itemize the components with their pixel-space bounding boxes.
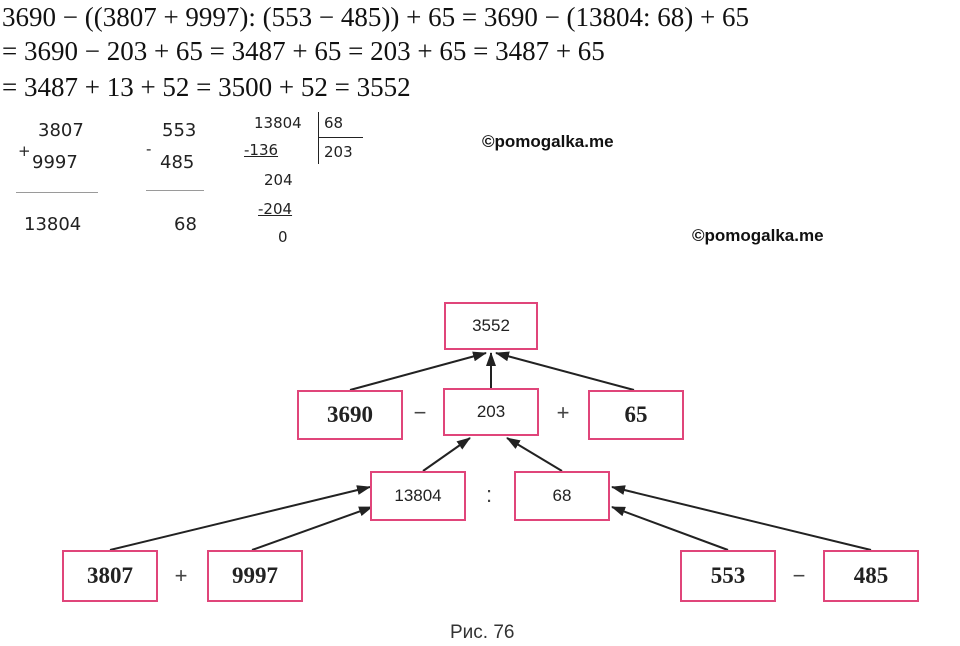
plus-sign: + <box>18 142 31 160</box>
division-bar <box>318 112 319 164</box>
quotient-rule <box>319 137 363 138</box>
addition-result: 13804 <box>24 214 82 235</box>
tree-box-203: 203 <box>443 388 539 436</box>
subtraction-rule <box>146 190 204 191</box>
tree-operator-plus: + <box>556 400 570 425</box>
figure-caption: Рис. 76 <box>450 622 515 643</box>
arrow-3690-to-3552 <box>349 351 487 391</box>
tree-operator-subtract: − <box>792 563 806 588</box>
tree-box-3807: 3807 <box>62 550 158 602</box>
equation-line-3: = 3487 + 13 + 52 = 3500 + 52 = 3552 <box>2 72 411 102</box>
addition-rule <box>16 192 98 193</box>
arrow-9997-to-13804 <box>251 506 373 551</box>
tree-box-9997: 9997 <box>207 550 303 602</box>
division-step-2: -204 <box>258 200 293 218</box>
tree-box-3690: 3690 <box>297 390 403 440</box>
division-step-1: -136 <box>244 141 279 159</box>
arrow-553-to-68 <box>611 506 729 551</box>
divisor: 68 <box>324 114 344 132</box>
minus-sign: - <box>146 140 152 158</box>
tree-operator-add: + <box>174 563 188 588</box>
tree-box-65: 65 <box>588 390 684 440</box>
tree-operator-divide: : <box>485 482 493 507</box>
subtraction-result: 68 <box>174 214 197 235</box>
equation-line-2: = 3690 − 203 + 65 = 3487 + 65 = 203 + 65… <box>2 36 605 66</box>
tree-box-68: 68 <box>514 471 610 521</box>
arrow-485-to-68 <box>611 485 872 551</box>
tree-box-485: 485 <box>823 550 919 602</box>
arrow-3807-to-13804 <box>109 485 371 551</box>
division-remainder-2: 0 <box>278 228 288 246</box>
equation-line-1: 3690 − ((3807 + 9997): (553 − 485)) + 65… <box>2 2 750 32</box>
addend-1: 3807 <box>38 120 84 141</box>
watermark-2: ©pomogalka.me <box>692 226 824 245</box>
division-remainder-1: 204 <box>264 171 293 189</box>
minuend: 553 <box>162 120 197 141</box>
watermark-1: ©pomogalka.me <box>482 132 614 151</box>
tree-box-result: 3552 <box>444 302 538 350</box>
tree-box-553: 553 <box>680 550 776 602</box>
subtrahend: 485 <box>160 152 195 173</box>
arrow-13804-to-203 <box>422 437 471 472</box>
dividend: 13804 <box>254 114 302 132</box>
quotient: 203 <box>324 143 353 161</box>
tree-operator-minus: − <box>413 400 427 425</box>
arrow-65-to-3552 <box>495 351 635 391</box>
addend-2: 9997 <box>32 152 78 173</box>
tree-box-13804: 13804 <box>370 471 466 521</box>
arrow-68-to-203 <box>506 437 563 472</box>
